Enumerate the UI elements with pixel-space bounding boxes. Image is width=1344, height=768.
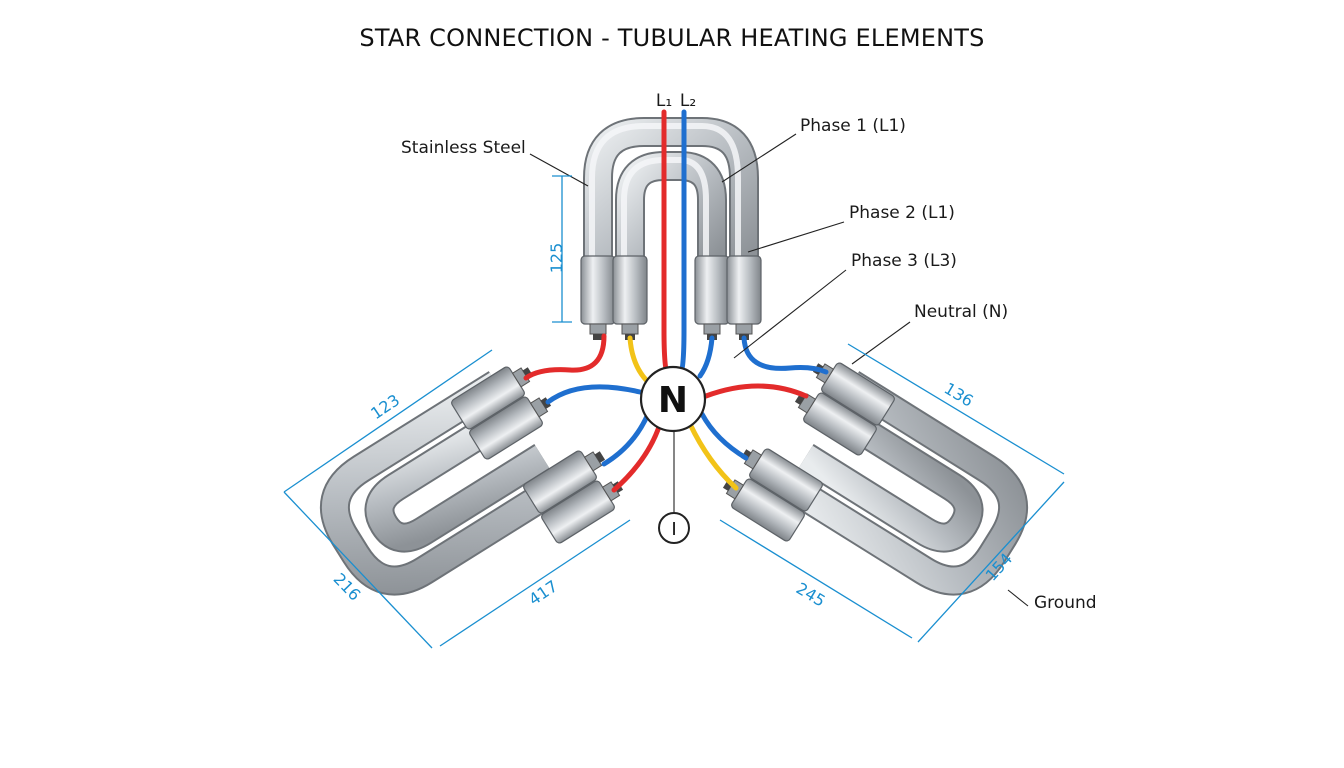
top-yellow-wire — [627, 335, 651, 385]
left-blue-wire — [545, 384, 643, 405]
phase1-label: Phase 1 (L1) — [800, 116, 906, 136]
neutral-node-label: N — [658, 380, 688, 421]
phase2-label: Phase 2 (L1) — [849, 203, 955, 223]
svg-text:125: 125 — [547, 243, 566, 274]
ground-symbol-label: I — [671, 519, 676, 540]
right-heating-element — [779, 371, 1029, 596]
left-lower-red-wire — [611, 421, 663, 493]
left-heating-element — [319, 371, 569, 596]
terminal-l1: L₁ — [656, 91, 672, 111]
dimension-right-side: 154 — [917, 481, 1065, 643]
stainless-steel-label: Stainless Steel — [401, 138, 526, 158]
ground-symbol — [658, 512, 690, 544]
top-left-red-wire — [523, 333, 607, 381]
top-heating-element — [580, 117, 762, 341]
neutral-label: Neutral (N) — [914, 302, 1008, 322]
diagram-title: STAR CONNECTION - TUBULAR HEATING ELEMEN… — [359, 24, 985, 52]
top-right-blue-wire — [697, 335, 715, 379]
right-lower-yellow-wire — [687, 421, 739, 491]
terminal-l2: L₂ — [680, 91, 696, 111]
ground-label: Ground — [1034, 593, 1097, 613]
phase3-label: Phase 3 (L3) — [851, 251, 957, 271]
neutral-node — [639, 365, 707, 433]
svg-text:136: 136 — [941, 379, 977, 411]
dimension-top-height: 125 — [547, 175, 572, 323]
svg-text:123: 123 — [367, 390, 403, 423]
right-lower-blue-wire — [699, 411, 749, 461]
right-red-wire — [703, 383, 809, 399]
svg-text:417: 417 — [525, 576, 561, 609]
far-right-blue-wire — [741, 335, 829, 375]
left-lower-blue-wire — [601, 411, 651, 467]
